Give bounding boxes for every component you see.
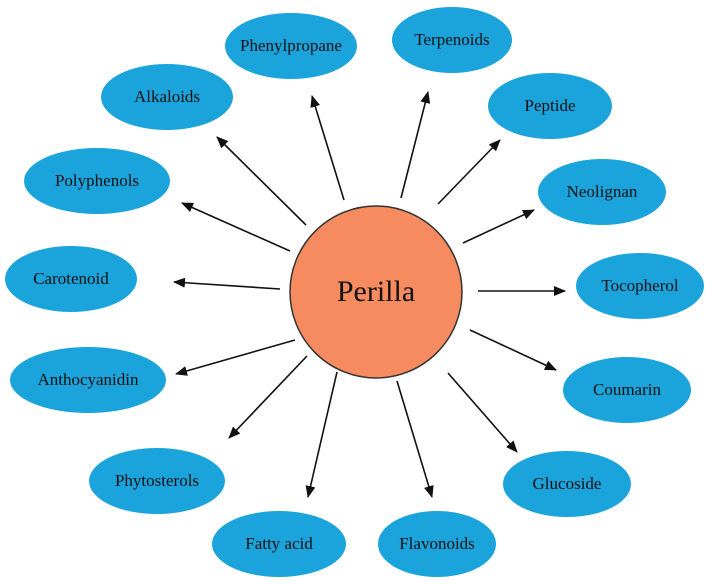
node-ellipse-coumarin <box>563 357 691 423</box>
node-ellipse-terpenoids <box>392 7 512 73</box>
node-fatty-acid: Fatty acid <box>212 511 346 577</box>
node-ellipse-phytosterols <box>89 448 225 514</box>
node-coumarin: Coumarin <box>563 357 691 423</box>
node-ellipse-tocopherol <box>576 253 704 319</box>
node-label-phytosterols: Phytosterols <box>115 471 199 490</box>
node-label-peptide: Peptide <box>525 96 576 115</box>
node-phenylpropane: Phenylpropane <box>225 13 357 79</box>
node-tocopherol: Tocopherol <box>576 253 704 319</box>
node-ellipse-anthocyanidin <box>10 347 166 413</box>
arrow-to-peptide <box>437 139 501 205</box>
node-ellipse-polyphenols <box>24 148 170 214</box>
node-label-carotenoid: Carotenoid <box>33 269 109 288</box>
node-peptide: Peptide <box>488 73 612 139</box>
center-circle <box>289 205 463 379</box>
node-carotenoid: Carotenoid <box>5 246 137 312</box>
node-terpenoids: Terpenoids <box>392 7 512 73</box>
arrow-to-glucoside <box>447 372 518 453</box>
node-ellipse-fatty-acid <box>212 511 346 577</box>
node-ellipse-peptide <box>488 73 612 139</box>
node-label-tocopherol: Tocopherol <box>601 276 678 295</box>
arrow-to-neolignan <box>462 209 535 244</box>
node-label-polyphenols: Polyphenols <box>55 171 139 190</box>
node-ellipse-flavonoids <box>378 511 496 577</box>
center-group: Perilla <box>289 205 463 379</box>
arrow-to-terpenoids <box>400 91 431 199</box>
node-label-coumarin: Coumarin <box>593 380 661 399</box>
node-ellipse-neolignan <box>538 159 666 225</box>
node-ellipse-phenylpropane <box>225 13 357 79</box>
node-neolignan: Neolignan <box>538 159 666 225</box>
node-polyphenols: Polyphenols <box>24 148 170 214</box>
node-ellipse-glucoside <box>503 451 631 517</box>
node-label-terpenoids: Terpenoids <box>414 30 489 49</box>
arrow-to-alkaloids <box>216 136 307 226</box>
arrow-to-coumarin <box>469 329 557 371</box>
node-glucoside: Glucoside <box>503 451 631 517</box>
arrow-to-fatty-acid <box>305 371 338 498</box>
node-phytosterols: Phytosterols <box>89 448 225 514</box>
arrows-group <box>173 91 566 498</box>
node-ellipse-carotenoid <box>5 246 137 312</box>
node-label-fatty-acid: Fatty acid <box>245 534 313 553</box>
node-ellipse-alkaloids <box>101 64 233 130</box>
arrow-to-phytosterols <box>228 355 308 439</box>
arrow-to-carotenoid <box>173 277 281 290</box>
node-flavonoids: Flavonoids <box>378 511 496 577</box>
node-label-alkaloids: Alkaloids <box>134 87 200 106</box>
arrow-to-phenylpropane <box>310 95 345 201</box>
node-alkaloids: Alkaloids <box>101 64 233 130</box>
node-label-phenylpropane: Phenylpropane <box>240 36 342 55</box>
node-label-anthocyanidin: Anthocyanidin <box>37 370 139 389</box>
node-label-flavonoids: Flavonoids <box>399 534 475 553</box>
center-label: Perilla <box>337 275 415 308</box>
arrow-to-polyphenols <box>181 202 291 252</box>
arrow-to-anthocyanidin <box>175 339 296 376</box>
node-anthocyanidin: Anthocyanidin <box>10 347 166 413</box>
nodes-group: Phenylpropane TerpenoidsPeptideNeolignanT… <box>5 7 704 577</box>
node-label-glucoside: Glucoside <box>533 474 602 493</box>
arrow-to-flavonoids <box>396 380 434 498</box>
node-label-neolignan: Neolignan <box>567 182 638 201</box>
